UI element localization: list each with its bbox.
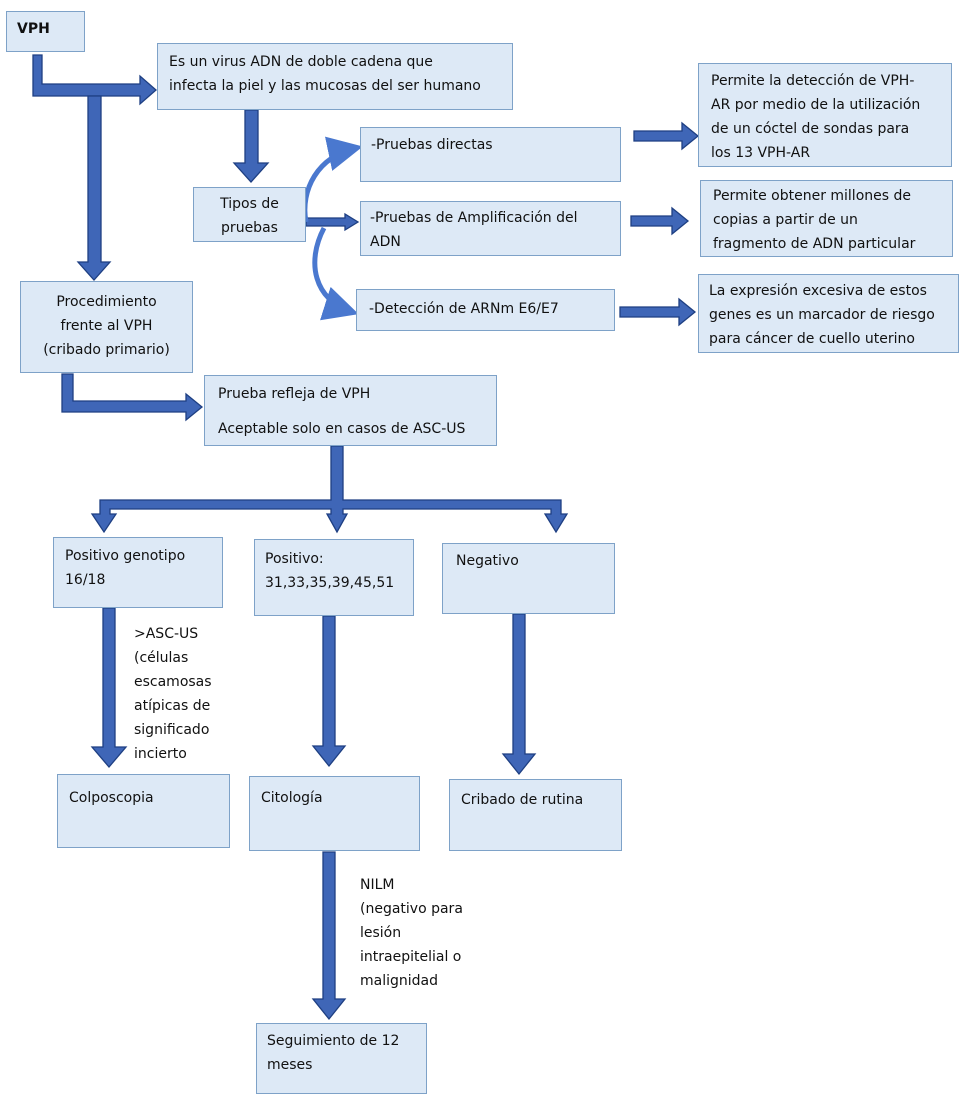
node-virus-desc: Es un virus ADN de doble cadena que infe…	[157, 43, 513, 110]
arrow-arnm-to-desc	[619, 297, 697, 327]
node-amplificacion-desc: Permite obtener millones de copias a par…	[700, 180, 953, 257]
curve-tipos-to-directas	[302, 136, 363, 223]
arrow-tipos-to-amplificacion	[305, 212, 360, 232]
node-arnm-label: -Detección de ARNm E6/E7	[369, 301, 559, 317]
arrow-procedimiento-to-refleja	[61, 373, 204, 422]
arrow-refleja-branch	[90, 445, 569, 534]
arrow-positivootros-to-citologia	[311, 615, 347, 768]
annotation-asc-us: >ASC-US (células escamosas atípicas de s…	[134, 626, 212, 762]
arrow-negativo-to-cribado	[501, 613, 537, 776]
annotation-nilm: NILM (negativo para lesión intraepitelia…	[360, 877, 463, 989]
node-amplificacion-desc-label: Permite obtener millones de copias a par…	[713, 188, 916, 252]
node-arnm-desc: La expresión excesiva de estos genes es …	[698, 274, 959, 353]
node-prueba-refleja-line2: Aceptable solo en casos de ASC-US	[218, 421, 466, 437]
node-colposcopia: Colposcopia	[57, 774, 230, 848]
node-cribado-rutina: Cribado de rutina	[449, 779, 622, 851]
node-cribado-rutina-label: Cribado de rutina	[461, 792, 584, 808]
arrow-vph-to-virus	[32, 54, 157, 106]
arrow-vph-to-procedimiento	[76, 95, 112, 281]
node-citologia: Citología	[249, 776, 420, 851]
node-prueba-refleja-line1: Prueba refleja de VPH	[218, 386, 371, 402]
node-seguimiento-label: Seguimiento de 12 meses	[267, 1033, 400, 1073]
node-prueba-refleja: Prueba refleja de VPH Aceptable solo en …	[204, 375, 497, 446]
node-negativo: Negativo	[442, 543, 615, 614]
node-vph-label: VPH	[17, 21, 50, 37]
node-vph: VPH	[6, 11, 85, 52]
node-procedimiento: Procedimiento frente al VPH (cribado pri…	[20, 281, 193, 373]
node-arnm: -Detección de ARNm E6/E7	[356, 289, 615, 331]
node-positivo-1618: Positivo genotipo 16/18	[53, 537, 223, 608]
node-tipos-pruebas: Tipos de pruebas	[193, 187, 306, 242]
node-pruebas-amplificacion-label: -Pruebas de Amplificación del ADN	[370, 210, 578, 250]
arrow-citologia-to-seguimiento	[311, 851, 347, 1021]
arrow-amplificacion-to-desc	[630, 206, 690, 236]
node-positivo-otros-label: Positivo: 31,33,35,39,45,51	[265, 551, 395, 591]
node-seguimiento: Seguimiento de 12 meses	[256, 1023, 427, 1094]
node-arnm-desc-label: La expresión excesiva de estos genes es …	[709, 283, 935, 347]
node-directas-desc-label: Permite la detección de VPH- AR por medi…	[711, 73, 921, 161]
node-pruebas-directas-label: -Pruebas directas	[371, 137, 493, 153]
node-directas-desc: Permite la detección de VPH- AR por medi…	[698, 63, 952, 167]
node-pruebas-amplificacion: -Pruebas de Amplificación del ADN	[360, 201, 621, 256]
node-pruebas-directas: -Pruebas directas	[360, 127, 621, 182]
node-negativo-label: Negativo	[456, 553, 519, 569]
node-procedimiento-label: Procedimiento frente al VPH (cribado pri…	[43, 294, 170, 358]
node-tipos-pruebas-label: Tipos de pruebas	[220, 196, 279, 236]
node-colposcopia-label: Colposcopia	[69, 790, 154, 806]
node-positivo-otros: Positivo: 31,33,35,39,45,51	[254, 539, 414, 616]
node-virus-desc-label: Es un virus ADN de doble cadena que infe…	[169, 54, 481, 94]
node-citologia-label: Citología	[261, 790, 323, 806]
arrow-positivo1618-to-colposcopia	[90, 607, 128, 769]
arrow-directas-to-desc	[633, 121, 700, 151]
node-positivo-1618-label: Positivo genotipo 16/18	[65, 548, 186, 588]
curve-tipos-to-arnm	[312, 226, 359, 321]
arrow-virus-to-tipos	[232, 109, 270, 183]
